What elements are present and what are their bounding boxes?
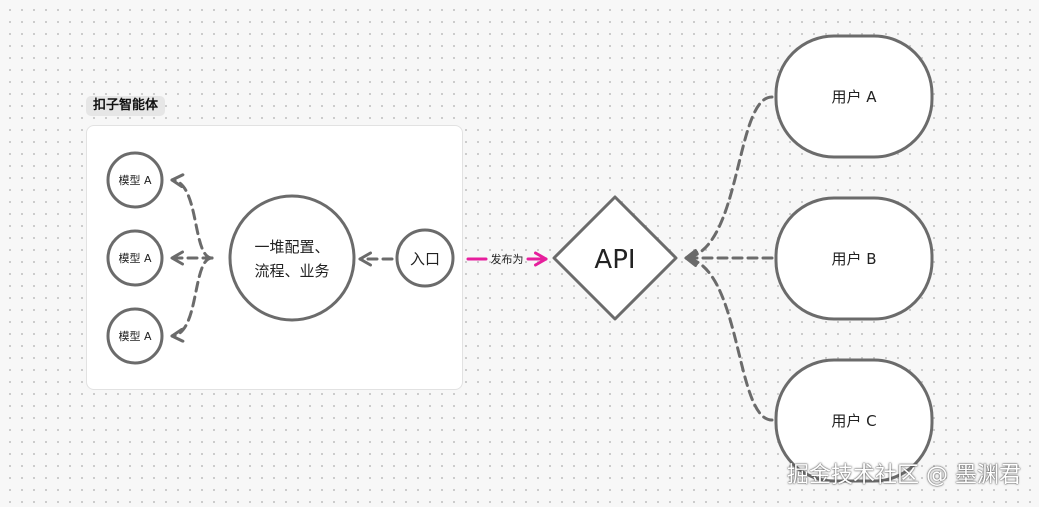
- model-node-2-label: 模型 A: [118, 251, 151, 265]
- edge-core-to-model-3: [170, 256, 214, 343]
- model-node-3-label: 模型 A: [118, 329, 151, 343]
- entry-node: 入口: [395, 228, 455, 288]
- model-node-2: 模型 A: [106, 229, 164, 287]
- edge-core-to-model-1: [170, 173, 214, 260]
- user-node-b-label: 用户 B: [831, 250, 876, 268]
- watermark: 掘金技术社区 @ 墨渊君: [787, 463, 1021, 488]
- entry-node-label: 入口: [410, 250, 440, 268]
- core-node-label-line2: 流程、业务: [254, 262, 329, 280]
- group-title: 扣子智能体: [86, 96, 166, 116]
- api-node-label: API: [594, 245, 635, 275]
- model-node-3: 模型 A: [106, 307, 164, 365]
- publish-label: 发布为: [491, 252, 524, 266]
- user-node-c: 用户 C: [774, 358, 934, 483]
- user-node-a-label: 用户 A: [831, 88, 877, 106]
- core-node-label-line1: 一堆配置、: [254, 238, 329, 256]
- core-node: 一堆配置、 流程、业务: [228, 194, 356, 322]
- edge-user-c-to-api: [684, 252, 774, 422]
- model-node-1-label: 模型 A: [118, 173, 151, 187]
- user-node-c-label: 用户 C: [831, 412, 876, 430]
- model-node-1: 模型 A: [106, 151, 164, 209]
- user-node-a: 用户 A: [774, 34, 934, 159]
- user-node-b: 用户 B: [774, 196, 934, 321]
- api-node: API: [552, 195, 678, 321]
- edge-user-a-to-api: [684, 95, 774, 264]
